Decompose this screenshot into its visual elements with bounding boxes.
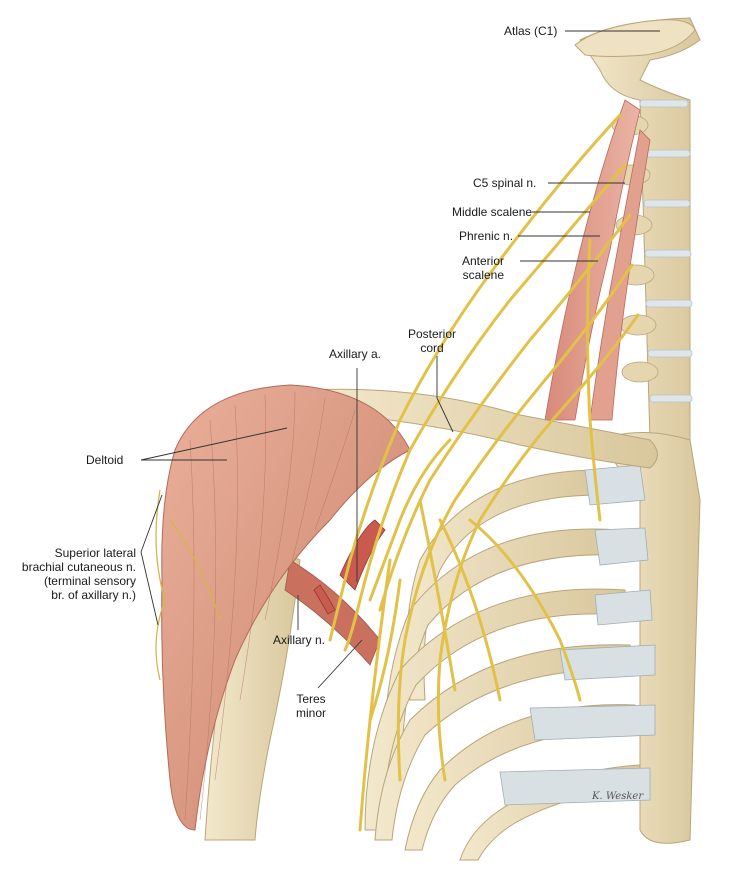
label-teres-minor-line1: Teres bbox=[296, 692, 326, 706]
label-phrenic-nerve: Phrenic n. bbox=[459, 229, 514, 243]
label-axillary-nerve: Axillary n. bbox=[273, 633, 326, 647]
label-anterior-scalene-line2: scalene bbox=[462, 268, 505, 282]
label-teres-minor-line2: minor bbox=[296, 706, 327, 720]
label-superior-lateral-line1: Superior lateral bbox=[54, 546, 136, 560]
label-posterior-cord-line1: Posterior bbox=[408, 327, 457, 341]
label-superior-lateral-line2: brachial cutaneous n. bbox=[21, 560, 136, 574]
artist-signature: K. Wesker bbox=[592, 791, 644, 802]
superior-lateral-cutaneous-nerve bbox=[155, 489, 221, 681]
label-middle-scalene: Middle scalene bbox=[452, 205, 533, 219]
label-superior-lateral-line3: (terminal sensory bbox=[43, 574, 136, 588]
atlas-vertebra bbox=[574, 19, 696, 57]
teres-minor-muscle bbox=[284, 559, 381, 666]
label-deltoid: Deltoid bbox=[86, 453, 124, 467]
label-anterior-scalene-line1: Anterior bbox=[462, 254, 505, 268]
intervertebral-discs bbox=[639, 99, 693, 403]
leader-lines bbox=[140, 30, 660, 689]
label-c5-spinal-nerve: C5 spinal n. bbox=[473, 176, 537, 190]
scalene-muscles bbox=[544, 99, 651, 421]
label-atlas: Atlas (C1) bbox=[504, 24, 558, 38]
costal-cartilages bbox=[499, 464, 656, 806]
clavicle bbox=[309, 388, 658, 469]
label-superior-lateral-line4: br. of axillary n.) bbox=[51, 588, 136, 602]
deltoid-muscle bbox=[161, 384, 411, 831]
label-teres-minor: Teres minor bbox=[296, 692, 326, 720]
brachial-plexus-nerves bbox=[328, 113, 640, 832]
sternum bbox=[599, 432, 701, 844]
label-posterior-cord-line2: cord bbox=[420, 341, 444, 355]
axillary-artery bbox=[313, 519, 386, 615]
label-anterior-scalene: Anterior scalene bbox=[462, 254, 504, 282]
label-axillary-artery: Axillary a. bbox=[329, 347, 382, 361]
label-posterior-cord: Posterior cord bbox=[408, 327, 456, 355]
label-superior-lateral-brachial-cutaneous-nerve: Superior lateral brachial cutaneous n. (… bbox=[8, 546, 136, 602]
